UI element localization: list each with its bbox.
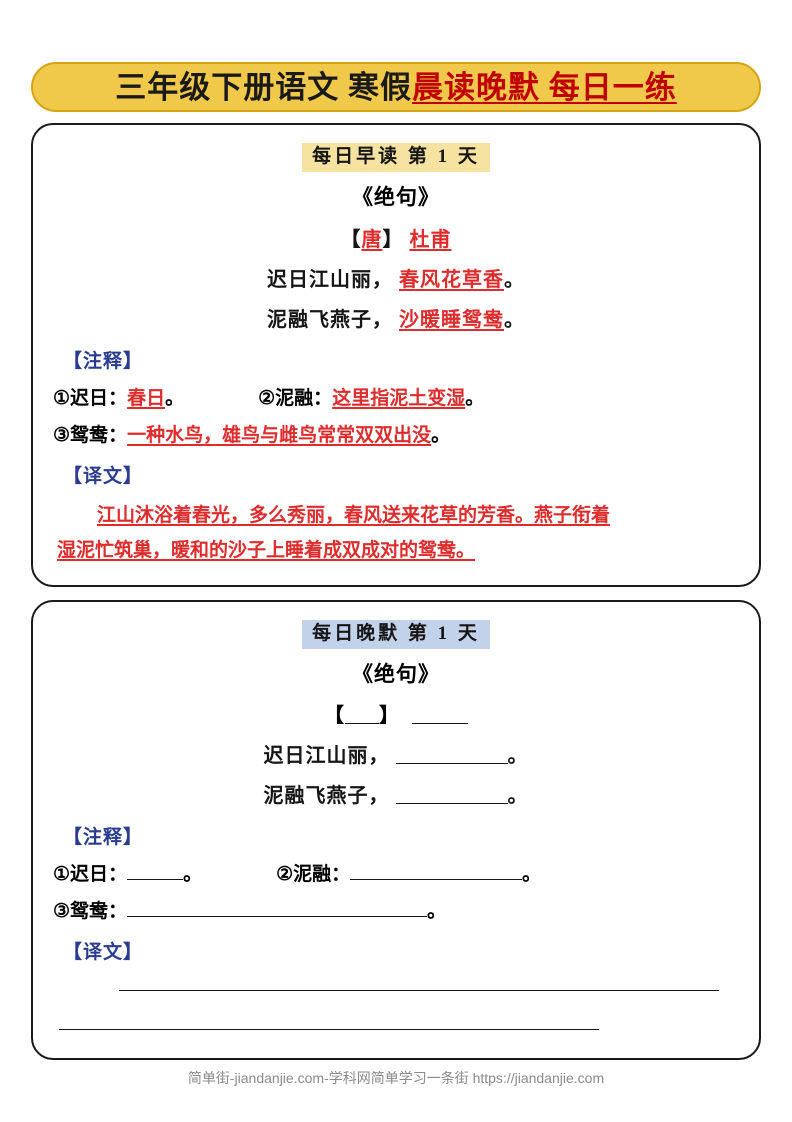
note-2-term: 泥融	[275, 387, 314, 409]
poem-line-1-prompt: 迟日江山丽，	[267, 268, 393, 291]
evening-note-1-term: 迟日	[70, 863, 109, 885]
evening-note-3-number: ③	[53, 900, 71, 922]
morning-poem-title: 《绝句》	[352, 184, 440, 209]
note-2-answer: 这里指泥土变湿	[332, 387, 466, 409]
evening-header-chip: 每日晚默 第 1 天	[302, 620, 490, 649]
evening-poem-title: 《绝句》	[352, 661, 440, 686]
note-3-number: ③	[53, 424, 71, 446]
evening-poem-line-1-prompt: 迟日江山丽，	[263, 744, 390, 767]
morning-header-chip: 每日早读 第 1 天	[302, 143, 490, 172]
translation-line-2: 湿泥忙筑巢，暖和的沙子上睡着成双成对的鸳鸯。	[57, 539, 476, 561]
evening-poem-line-2-prompt: 泥融飞燕子，	[263, 784, 390, 807]
evening-dictation-card: 每日晚默 第 1 天 《绝句》 【】 迟日江山丽， 。 泥融飞燕子， 。 【注释…	[31, 600, 761, 1060]
poem-line-2-prompt: 泥融飞燕子，	[267, 308, 393, 331]
evening-note-3-blank[interactable]	[127, 897, 428, 917]
author-name: 杜甫	[409, 228, 452, 251]
evening-author-row: 【】	[53, 699, 739, 728]
evening-author-bracket-close: 】	[379, 704, 400, 727]
evening-poem-line-2-blank[interactable]	[395, 783, 508, 804]
poem-line-1-period: 。	[504, 268, 525, 291]
title-red-text: 晨读晚默 每日一练	[412, 69, 677, 105]
note-1-period: 。	[165, 387, 185, 409]
morning-reading-card: 每日早读 第 1 天 《绝句》 【唐】 杜甫 迟日江山丽， 春风花草香。 泥融飞…	[31, 123, 761, 587]
translation-line-1-text: 江山沐浴着春光，多么秀丽，春风送来花草的芳香。燕子衔着	[97, 504, 611, 526]
morning-notes-label: 【注释】	[63, 350, 144, 372]
evening-translation-write-line-1[interactable]	[119, 989, 719, 991]
morning-header: 每日早读 第 1 天	[53, 143, 739, 172]
evening-dynasty-blank[interactable]	[345, 703, 379, 724]
author-bracket-open: 【	[340, 228, 362, 251]
note-1-answer: 春日	[127, 387, 166, 409]
note-2-number: ②	[258, 387, 276, 409]
author-dynasty: 唐	[361, 228, 383, 251]
title-line: 三年级下册语文 寒假晨读晚默 每日一练	[115, 72, 677, 103]
evening-note-3-term: 鸳鸯	[70, 900, 109, 922]
evening-poem-line-1-blank[interactable]	[395, 743, 508, 764]
note-2-period: 。	[465, 387, 485, 409]
evening-poem-line-1-period: 。	[507, 744, 529, 767]
evening-note-1-number: ①	[53, 863, 71, 885]
evening-note-3-colon: ：	[108, 900, 128, 922]
poem-line-2-answer: 沙暖睡鸳鸯	[399, 308, 504, 331]
evening-translation-write-line-2[interactable]	[59, 1028, 599, 1030]
evening-poem-line-2-period: 。	[507, 784, 529, 807]
evening-note-2-number: ②	[276, 863, 294, 885]
footer-watermark: 简单街-jiandanjie.com-学科网简单学习一条街 https://ji…	[187, 1070, 605, 1086]
title-black-text: 三年级下册语文 寒假	[115, 69, 412, 105]
poem-line-1-answer: 春风花草香	[399, 268, 504, 291]
poem-line-2-period: 。	[504, 308, 525, 331]
evening-author-blank[interactable]	[412, 703, 468, 724]
translation-line-1: 江山沐浴着春光，多么秀丽，春风送来花草的芳香。燕子衔着	[57, 505, 610, 526]
morning-poem-author: 【唐】 杜甫	[53, 223, 739, 252]
note-1-term: 迟日	[70, 387, 109, 409]
evening-note-1-colon: ：	[108, 863, 128, 885]
morning-card-inner: 每日早读 第 1 天 《绝句》 【唐】 杜甫 迟日江山丽， 春风花草香。 泥融飞…	[33, 125, 759, 578]
evening-poem-line-1: 迟日江山丽， 。	[53, 739, 739, 768]
evening-note-1-period: 。	[183, 863, 203, 885]
note-3-colon: ：	[108, 424, 128, 446]
note-3-term: 鸳鸯	[70, 424, 109, 446]
note-3-answer: 一种水鸟，雄鸟与雌鸟常常双双出没	[127, 424, 432, 446]
morning-poem-line-2: 泥融飞燕子， 沙暖睡鸳鸯。	[53, 303, 739, 332]
morning-poem-line-1: 迟日江山丽， 春风花草香。	[53, 263, 739, 292]
evening-note-2-blank[interactable]	[350, 860, 523, 880]
note-1-number: ①	[53, 387, 71, 409]
evening-author-bracket-open: 【	[324, 704, 345, 727]
evening-notes-label: 【注释】	[63, 826, 144, 848]
evening-header: 每日晚默 第 1 天	[53, 620, 739, 649]
evening-card-inner: 每日晚默 第 1 天 《绝句》 【】 迟日江山丽， 。 泥融飞燕子， 。 【注释…	[33, 602, 759, 1040]
worksheet-title-banner: 三年级下册语文 寒假晨读晚默 每日一练	[31, 62, 761, 112]
evening-poem-line-2: 泥融飞燕子， 。	[53, 779, 739, 808]
evening-note-1-blank[interactable]	[127, 860, 184, 880]
note-3-period: 。	[431, 424, 451, 446]
author-bracket-close: 】	[382, 228, 404, 251]
evening-note-2-period: 。	[522, 863, 542, 885]
morning-translation-body: 江山沐浴着春光，多么秀丽，春风送来花草的芳香。燕子衔着湿泥忙筑巢，暖和的沙子上睡…	[57, 498, 735, 568]
morning-translation-label: 【译文】	[63, 465, 144, 487]
note-1-colon: ：	[108, 387, 128, 409]
evening-note-3-period: 。	[427, 900, 447, 922]
note-2-colon: ：	[313, 387, 333, 409]
evening-note-2-term: 泥融	[293, 863, 332, 885]
evening-translation-label: 【译文】	[63, 941, 144, 963]
evening-note-2-colon: ：	[331, 863, 351, 885]
